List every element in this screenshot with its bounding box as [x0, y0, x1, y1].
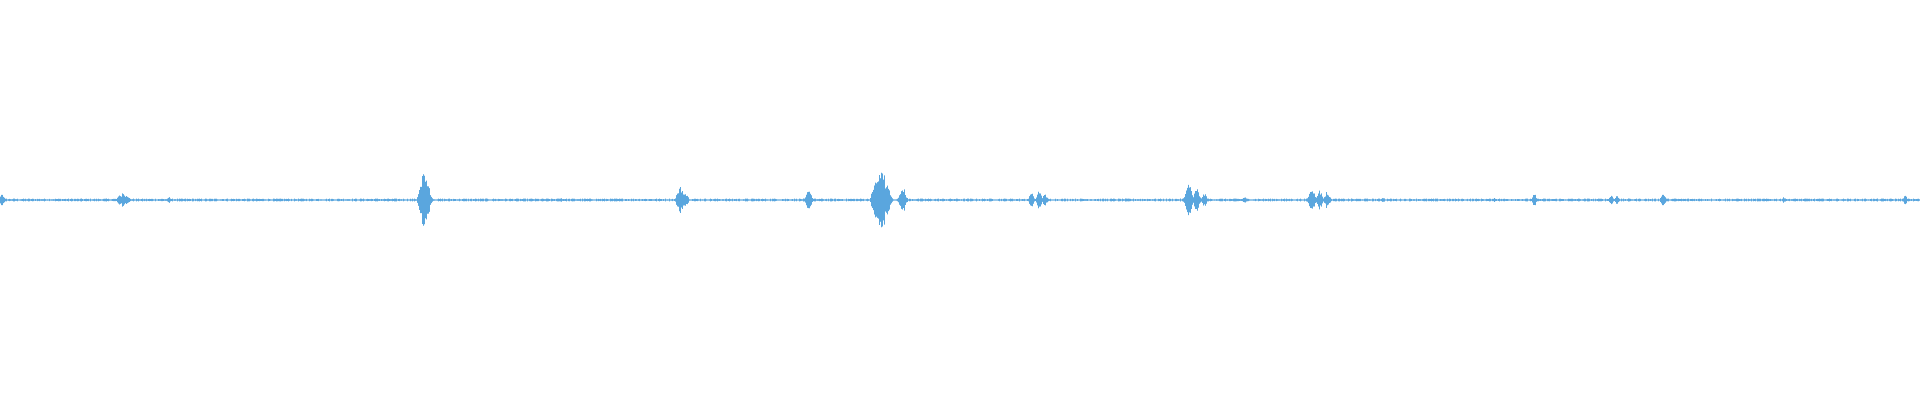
waveform-samples	[0, 172, 1920, 228]
